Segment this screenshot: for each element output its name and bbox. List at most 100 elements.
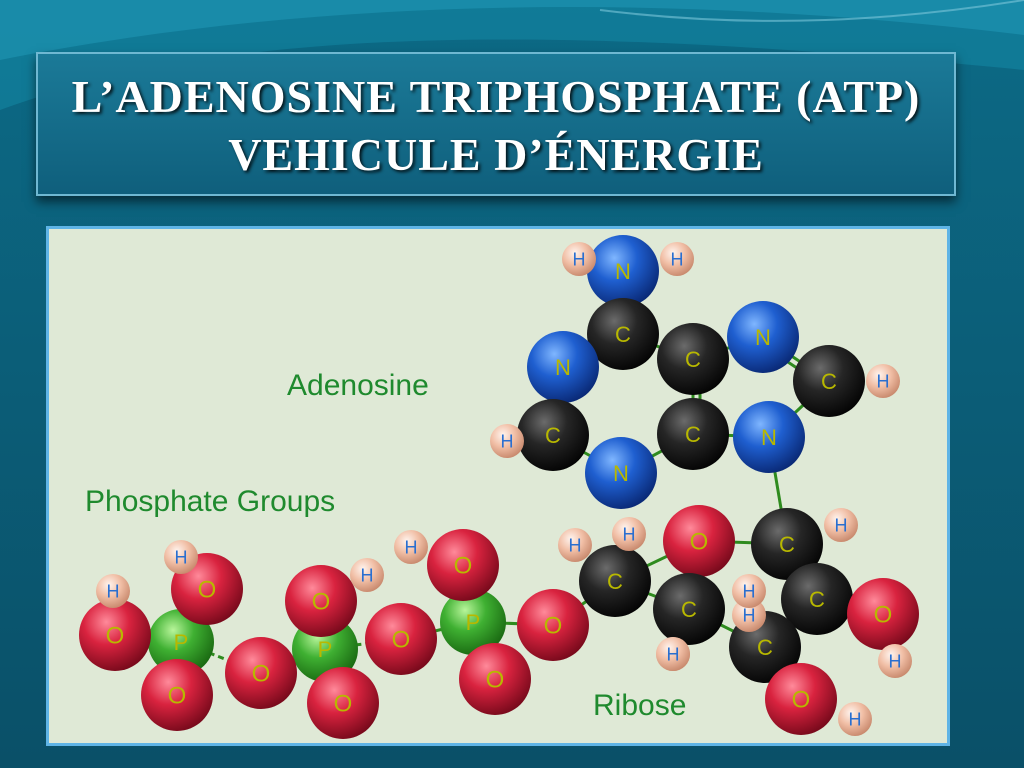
atom-sphere [79,599,151,671]
atom-sphere [612,517,646,551]
atom-symbol: H [889,651,902,671]
atom-sphere [141,659,213,731]
atom-sphere [585,437,657,509]
atom-symbol: H [405,537,418,557]
atom-sphere [732,574,766,608]
atom-sphere [164,540,198,574]
atom-sphere [394,530,428,564]
atom-phosphate-beta-oxygen-top: O [285,565,357,637]
atom-phosphorus-alpha: P [440,589,506,655]
atom-symbol: N [761,425,777,450]
atom-ribose-carbon-c1: C [751,508,823,580]
atom-symbol: C [685,422,701,447]
background-wave [0,0,1024,110]
atom-sphere [727,301,799,373]
atom-symbol: C [821,369,837,394]
title-line-1: L’ADENOSINE TRIPHOSPHATE (ATP) [71,71,921,122]
atom-phosphate-beta-hydrogen: H [350,558,384,592]
atom-ribose-hydrogen-h2: H [656,637,690,671]
atom-sphere [587,298,659,370]
atom-symbol: P [466,610,481,635]
atom-phosphate-gamma-hydrogen-left: H [96,574,130,608]
atom-phosphate-alpha-oxygen-top: O [427,529,499,601]
atom-symbol: H [623,524,636,544]
atom-ribose-hydrogen-h1: H [824,508,858,542]
atom-symbol: P [318,637,333,662]
atom-sphere [765,663,837,735]
atom-ribose-carbon-c5: C [653,573,725,645]
atom-sphere [847,578,919,650]
atom-symbol: H [361,565,374,585]
atom-sphere [440,589,506,655]
phosphate-groups-label: Phosphate Groups [85,485,335,518]
atom-symbol: H [877,371,890,391]
atom-ribose-hydroxyl-hydrogen-o3: H [878,644,912,678]
background-wave [0,0,1024,60]
atom-sphere [878,644,912,678]
atom-sphere [653,573,725,645]
atom-symbol: O [874,602,893,629]
atom-ribose-ring-oxygen: O [663,505,735,577]
atom-symbol: C [607,569,623,594]
atom-symbol: C [809,587,825,612]
atom-ribose-carbon-c4: C [579,545,651,617]
atom-amine-nitrogen: N [587,235,659,307]
atom-ribose-hydroxyl-hydrogen-o2: H [838,702,872,736]
atom-symbol: H [667,644,680,664]
atom-ribose-hydroxyl-oxygen-o3: O [847,578,919,650]
atom-ribose-hydrogen-h5b: H [732,598,766,632]
atom-sphere [225,637,297,709]
atom-ribose-hydrogen-h3: H [732,574,766,608]
atom-sphere [663,505,735,577]
atom-ribose-carbon-c3: C [781,563,853,635]
atom-symbol: N [555,355,571,380]
atom-symbol: H [849,709,862,729]
atom-ring-nitrogen-n3: N [585,437,657,509]
atom-symbol: O [106,623,125,650]
atom-symbol: H [501,431,514,451]
atom-sphere [866,364,900,398]
atom-sphere [733,401,805,473]
atom-bridge-oxygen-beta-gamma: O [225,637,297,709]
atom-symbol: H [743,605,756,625]
atom-sphere [558,528,592,562]
atom-sphere [285,565,357,637]
atom-symbol: H [743,581,756,601]
atom-ring-carbon-c6: C [587,298,659,370]
atom-symbol: C [681,597,697,622]
atom-symbol: O [168,683,187,710]
atom-sphere [527,331,599,403]
atom-sphere [838,702,872,736]
atom-symbol: H [671,249,684,269]
atom-sphere [148,609,214,675]
atom-symbol: N [613,461,629,486]
atom-sphere [517,589,589,661]
atom-bridge-oxygen-ribose: O [517,589,589,661]
atom-sphere [579,545,651,617]
atom-symbol: O [486,667,505,694]
atom-symbol: O [544,613,563,640]
atom-sphere [587,235,659,307]
atom-sphere [365,603,437,675]
atom-ring-carbon-c4: C [657,398,729,470]
atom-sphere [657,398,729,470]
atom-symbol: O [792,687,811,714]
atom-sphere [517,399,589,471]
slide-title: L’ADENOSINE TRIPHOSPHATE (ATP) VEHICULE … [36,52,956,196]
atom-hydrogen-h8: H [866,364,900,398]
atom-symbol: C [615,322,631,347]
background-wave [599,0,1024,22]
atom-symbol: O [454,553,473,580]
atom-symbol: C [685,347,701,372]
atom-sphere [656,637,690,671]
atom-ribose-hydrogen-h4b: H [612,517,646,551]
atom-phosphate-alpha-hydrogen: H [394,530,428,564]
atom-sphere [751,508,823,580]
atom-ribose-hydrogen-h4a: H [558,528,592,562]
atom-symbol: O [198,577,217,604]
atom-symbol: C [757,635,773,660]
atom-symbol: H [175,547,188,567]
